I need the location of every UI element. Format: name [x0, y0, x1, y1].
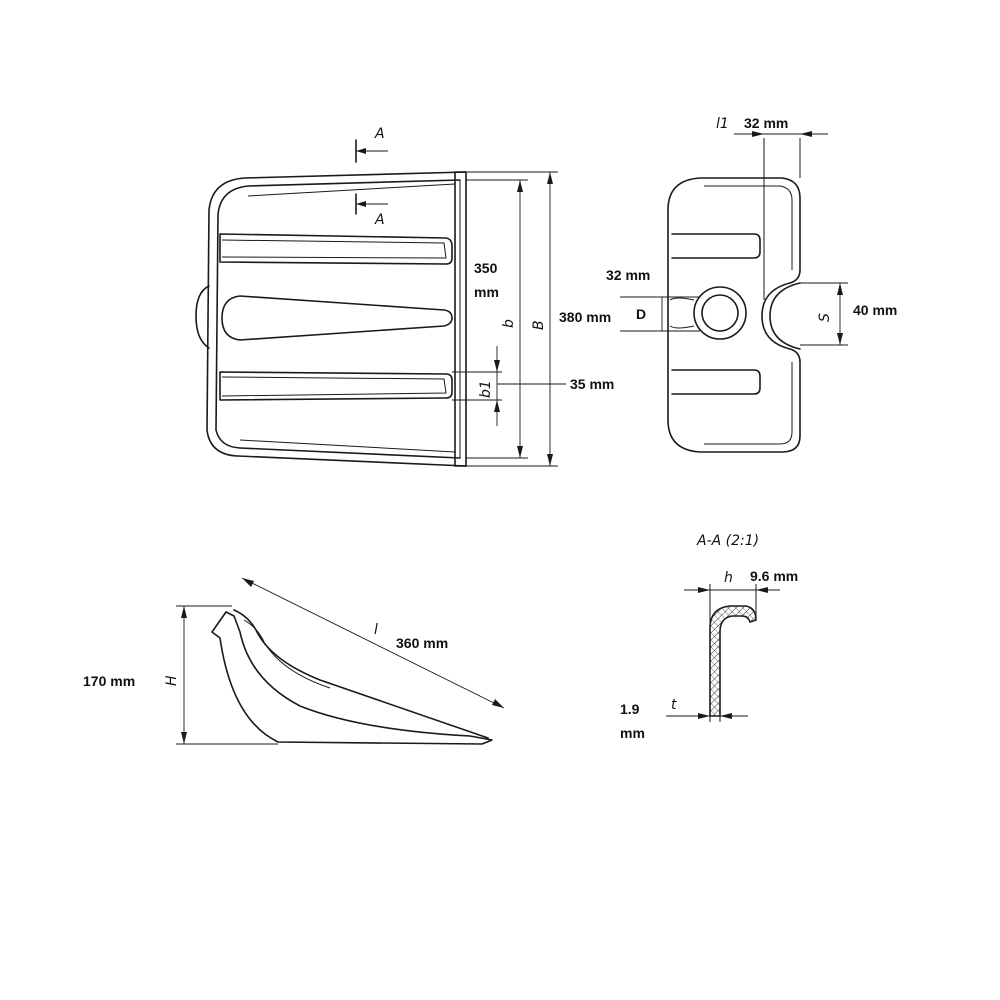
- upper-slot: [671, 233, 761, 259]
- section-mark-a-top: [355, 139, 388, 163]
- dim-B: [547, 172, 553, 466]
- blade-front-edge: [454, 171, 467, 467]
- upper-rib: [219, 233, 453, 265]
- cutout-arc: [769, 282, 801, 350]
- dim-b: [517, 180, 523, 458]
- dim-t-value-line2: mm: [620, 725, 645, 741]
- dim-b1-value: 35 mm: [570, 376, 614, 392]
- blade-outline: [206, 171, 467, 467]
- section-title: A-A (2:1): [696, 533, 759, 549]
- handle-socket-outer: [693, 286, 747, 340]
- dim-S-value: 40 mm: [853, 302, 897, 318]
- dim-H-value: 170 mm: [83, 673, 135, 689]
- dim-l: [241, 577, 505, 709]
- dim-hole-value: 32 mm: [606, 267, 650, 283]
- dim-t: [666, 700, 748, 722]
- dim-t-value-line1: 1.9: [620, 701, 640, 717]
- handle-socket-bump: [195, 285, 210, 349]
- dim-h: [684, 584, 780, 628]
- side-view: l 360 mm H 170 mm: [83, 577, 505, 745]
- front-view: l1 32 mm D 32 mm 380 mm S 40 mm: [559, 115, 897, 453]
- lower-rib: [219, 371, 453, 401]
- dim-D: [620, 296, 700, 332]
- dim-height-value: 350: [474, 260, 498, 276]
- dim-width-value: 380 mm: [559, 309, 611, 325]
- lower-slot: [671, 369, 761, 395]
- sym-l: l: [374, 622, 378, 638]
- blade-inner-outline: [215, 179, 461, 459]
- sym-H: H: [164, 675, 180, 686]
- sym-b: b: [501, 319, 517, 328]
- dim-height-unit: mm: [474, 284, 499, 300]
- sym-t: t: [671, 697, 677, 713]
- dim-l1-value: 32 mm: [744, 115, 788, 131]
- side-inner-profile: [233, 609, 489, 739]
- handle-socket-inner: [701, 294, 739, 332]
- sym-b1: b1: [478, 380, 494, 398]
- sym-h: h: [724, 570, 733, 586]
- dim-S: [800, 282, 848, 346]
- section-mark-label-top: A: [374, 126, 385, 142]
- section-view: A-A (2:1) h 9.6 mm t 1.9 mm: [620, 533, 798, 741]
- sym-S: S: [817, 313, 833, 322]
- dim-l1: [734, 131, 828, 300]
- dim-h-value: 9.6 mm: [750, 568, 798, 584]
- sym-D: D: [636, 306, 646, 322]
- side-outer-profile: [211, 611, 493, 745]
- sym-B: B: [531, 320, 547, 330]
- dim-b1: [452, 346, 566, 426]
- dim-l-value: 360 mm: [396, 635, 448, 651]
- dim-H: [176, 605, 278, 745]
- sym-l1: l1: [716, 116, 729, 132]
- section-mark-a-bottom: [355, 193, 388, 215]
- front-outline: [667, 177, 801, 453]
- section-mark-label-bottom: A: [374, 212, 385, 228]
- central-rib: [221, 295, 453, 341]
- top-view: A A B b 350 mm: [195, 126, 614, 467]
